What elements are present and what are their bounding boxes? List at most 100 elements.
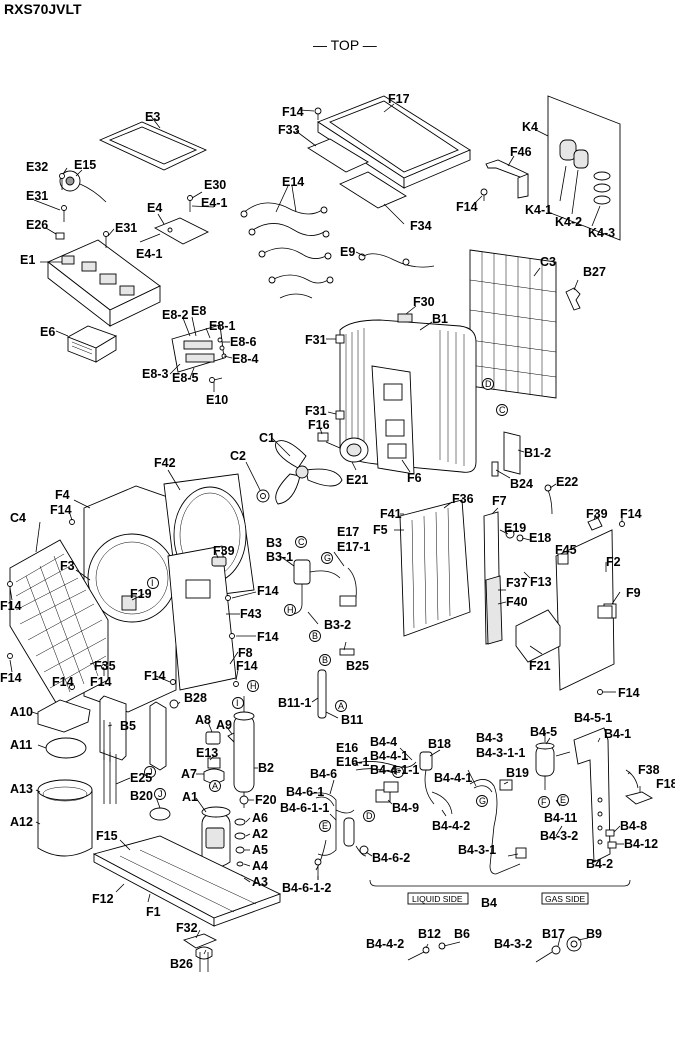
label-B4-3-2: B4-3-2 xyxy=(540,829,578,843)
label-F30: F30 xyxy=(413,295,435,309)
label-K4-3: K4-3 xyxy=(588,226,615,240)
connector-letter-h-1: H xyxy=(284,604,296,616)
label-E8-1: E8-1 xyxy=(209,319,235,333)
label-E31-b: E31 xyxy=(115,221,137,235)
label-F14-a: F14 xyxy=(282,105,304,119)
e8-terminal-board-part xyxy=(171,324,225,373)
connector-letter-b-2: B xyxy=(319,654,331,666)
label-F2: F2 xyxy=(606,555,621,569)
label-F40: F40 xyxy=(506,595,528,609)
svg-text:I: I xyxy=(236,698,239,708)
f9-part xyxy=(597,605,613,619)
b4-8-b4-12-parts xyxy=(605,829,617,849)
b3-expansion-valve-part xyxy=(293,559,341,615)
label-B19: B19 xyxy=(506,766,529,780)
label-B3-1: B3-1 xyxy=(266,550,293,564)
svg-text:A: A xyxy=(338,701,344,711)
label-E4-1-b: E4-1 xyxy=(136,247,162,261)
label-B4-4-1: B4-4-1 xyxy=(370,749,408,763)
b4-4-liquid-piping-part xyxy=(351,751,453,815)
label-F41: F41 xyxy=(380,507,402,521)
connector-letter-g-1: G xyxy=(321,552,333,564)
connector-letter-c-1: C xyxy=(496,404,508,416)
label-F16: F16 xyxy=(308,418,330,432)
label-F20: F20 xyxy=(255,793,277,807)
label-B24: B24 xyxy=(510,477,533,491)
label-F14-l: F14 xyxy=(620,507,642,521)
label-B26: B26 xyxy=(170,957,193,971)
label-E4: E4 xyxy=(147,201,162,215)
svg-text:D: D xyxy=(485,379,492,389)
f16-washer-part xyxy=(317,432,329,442)
label-E1: E1 xyxy=(20,253,35,267)
label-A3: A3 xyxy=(252,875,268,889)
label-K4-1: K4-1 xyxy=(525,203,552,217)
f6-motor-mount-part xyxy=(371,365,415,475)
label-E8: E8 xyxy=(191,304,206,318)
label-F1: F1 xyxy=(146,905,161,919)
liquid-side-label: LIQUID SIDE xyxy=(412,894,463,904)
label-F31-a: F31 xyxy=(305,333,327,347)
model-title: RXS70JVLT xyxy=(4,1,82,17)
f5-divider-plate-part xyxy=(399,499,471,637)
label-A4: A4 xyxy=(252,859,268,873)
label-B4-2: B4-2 xyxy=(586,857,613,871)
label-B4-6: B4-6 xyxy=(310,767,337,781)
label-B3-2: B3-2 xyxy=(324,618,351,632)
label-E25: E25 xyxy=(130,771,152,785)
svg-text:H: H xyxy=(250,681,257,691)
label-C4: C4 xyxy=(10,511,26,525)
label-E6: E6 xyxy=(40,325,55,339)
e6-reactor-part xyxy=(66,325,118,363)
label-E4-1-a: E4-1 xyxy=(201,196,227,210)
connector-letter-i-1: I xyxy=(147,577,159,589)
svg-text:G: G xyxy=(324,553,331,563)
svg-text:B: B xyxy=(312,631,318,641)
e9-thermistor-part xyxy=(358,253,435,268)
label-F39-a: F39 xyxy=(213,544,235,558)
label-F14-i: F14 xyxy=(90,675,112,689)
i-j-reactor-strip xyxy=(149,701,167,771)
svg-text:A: A xyxy=(212,781,218,791)
f38-f18-parts xyxy=(625,769,654,805)
label-B6: B6 xyxy=(454,927,470,941)
label-B4: B4 xyxy=(481,896,497,910)
b17-b9-service-parts xyxy=(535,936,582,963)
label-B3: B3 xyxy=(266,536,282,550)
svg-text:F: F xyxy=(541,797,547,807)
c1-propeller-fan-part xyxy=(275,440,343,505)
label-F5: F5 xyxy=(373,523,388,537)
label-A5: A5 xyxy=(252,843,268,857)
label-F7: F7 xyxy=(492,494,507,508)
k4-panel-part xyxy=(547,95,621,241)
gas-side-label: GAS SIDE xyxy=(545,894,585,904)
label-E9: E9 xyxy=(340,245,355,259)
label-E26: E26 xyxy=(26,218,48,232)
label-B5: B5 xyxy=(120,719,136,733)
label-F3: F3 xyxy=(60,559,75,573)
f34-insulation-part xyxy=(339,171,407,209)
label-F8: F8 xyxy=(238,646,253,660)
e22-thermistor-part xyxy=(544,484,553,515)
label-B4-9: B4-9 xyxy=(392,801,419,815)
label-E8-4: E8-4 xyxy=(232,352,258,366)
e25-heater-part xyxy=(103,750,117,804)
a7-part xyxy=(203,768,225,784)
b4-1-plate-part xyxy=(573,727,611,863)
label-F13: F13 xyxy=(530,575,552,589)
label-E8-2: E8-2 xyxy=(162,308,188,322)
b12-b6-service-parts xyxy=(407,942,446,961)
label-F37: F37 xyxy=(506,576,528,590)
b4-group-bracket xyxy=(369,879,631,887)
svg-text:E: E xyxy=(560,795,566,805)
f45-part xyxy=(557,553,569,565)
label-B4-3-1: B4-3-1 xyxy=(458,843,496,857)
f7-stop-valve-plate-part xyxy=(483,511,503,645)
connector-letter-c-2: C xyxy=(295,536,307,548)
label-C1: C1 xyxy=(259,431,275,445)
label-F15: F15 xyxy=(96,829,118,843)
label-E32: E32 xyxy=(26,160,48,174)
label-B4-4-2: B4-4-2 xyxy=(432,819,470,833)
connector-letter-i-2: I xyxy=(232,697,244,709)
